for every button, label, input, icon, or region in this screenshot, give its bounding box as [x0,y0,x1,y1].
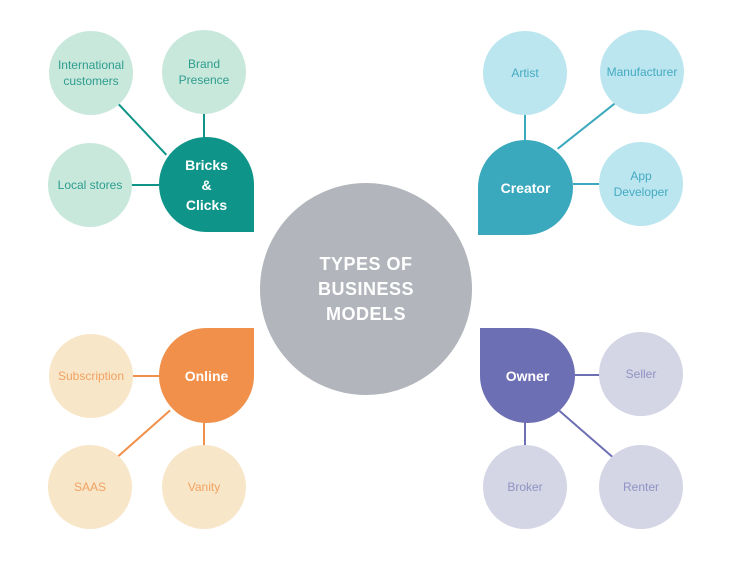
connector-manufacturer [557,102,617,150]
connector-vanity [203,421,205,446]
connector-saas [117,409,171,458]
branch-node-creator: Creator [478,140,573,235]
child-node-artist: Artist [483,31,567,115]
child-node-app-developer: App Developer [599,142,683,226]
connector-seller [574,374,601,376]
center-node-title: TYPES OF BUSINESS MODELS [260,183,472,395]
child-node-broker: Broker [483,445,567,529]
connector-app-developer [573,183,600,185]
child-node-local-stores: Local stores [48,143,132,227]
child-node-manufacturer: Manufacturer [600,30,684,114]
connector-artist [524,113,526,142]
child-node-renter: Renter [599,445,683,529]
child-node-saas: SAAS [48,445,132,529]
connector-renter [558,410,615,459]
child-node-seller: Seller [599,332,683,416]
child-node-international-customers: International customers [49,31,133,115]
branch-node-online: Online [159,328,254,423]
connector-international-customers [115,101,168,156]
branch-node-bricks-and-clicks: Bricks & Clicks [159,137,254,232]
connector-local-stores [130,184,161,186]
child-node-brand-presence: Brand Presence [162,30,246,114]
connector-brand-presence [203,113,205,139]
connector-broker [524,421,526,446]
branch-node-owner: Owner [480,328,575,423]
child-node-subscription: Subscription [49,334,133,418]
child-node-vanity: Vanity [162,445,246,529]
connector-subscription [131,375,161,377]
